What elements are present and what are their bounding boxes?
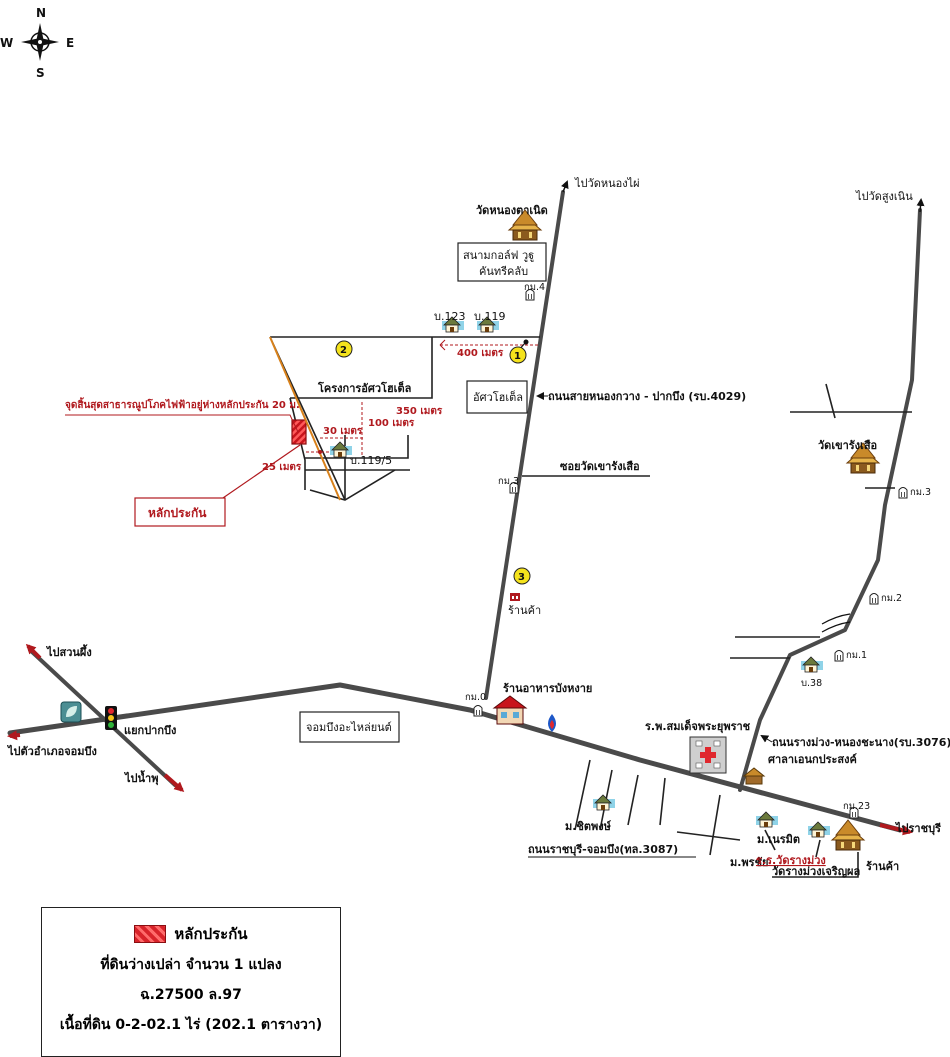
- km-post-icon: [473, 705, 483, 717]
- label-d25: 25 เมตร: [262, 462, 302, 473]
- label-road-3076: ถนนรางม่วง-หนองชะนาง(รบ.3076): [772, 736, 950, 749]
- compass-n: N: [36, 6, 46, 20]
- gas-station-icon: [548, 714, 556, 732]
- compass-w: W: [0, 36, 13, 50]
- label-d100: 100 เมตร: [368, 418, 415, 429]
- road-3076: [738, 208, 922, 792]
- label-shop2: ร้านค้า: [866, 860, 899, 873]
- hospital-icon: [689, 736, 727, 774]
- label-km3: กม.3: [498, 476, 519, 487]
- chom-bueng-parts-label: จอมบึงอะไหล่ยนต์: [306, 721, 392, 734]
- golf-label-1: สนามกอล์ฟ วูฐู: [463, 249, 534, 262]
- restaurant-icon: [492, 695, 528, 725]
- label-pak-bueng: แยกปากบึง: [124, 724, 176, 737]
- km-post-icon: [834, 650, 844, 662]
- label-b119-5: บ.119/5: [350, 454, 392, 467]
- label-to-ratchaburi: ไปราชบุรี: [894, 821, 941, 836]
- label-m-phonchai: ม.พรชัย: [730, 856, 769, 869]
- asawa-hotel-box: [466, 380, 528, 414]
- label-road-3087: ถนนราชบุรี-จอมบึง(ทล.3087): [528, 843, 678, 857]
- legend-title: หลักประกัน: [174, 925, 248, 943]
- marker-3: 3: [513, 567, 531, 585]
- label-shop: ร้านค้า: [508, 604, 541, 617]
- label-wat-rang-muang: วัดรางม่วงเจริญผล: [772, 865, 861, 878]
- golf-box: [457, 242, 547, 282]
- label-hospital: ร.พ.สมเด็จพระยุพราช: [645, 719, 751, 734]
- km-post-icon: [869, 593, 879, 605]
- label-d30: 30 เมตร: [323, 426, 363, 437]
- svg-text:3: 3: [518, 572, 525, 583]
- svg-text:1: 1: [514, 351, 521, 362]
- golf-label-2: คันทรีคลับ: [479, 265, 528, 278]
- label-road-4029: ถนนสายหนองกวาง - ปากบึง (รบ.4029): [548, 390, 746, 403]
- sala-icon: [742, 767, 766, 785]
- label-km4: กม.4: [524, 282, 545, 293]
- label-to-suan-phueng: ไปสวนผึ้ง: [45, 644, 92, 659]
- label-m-nerami: ม.เนรมิต: [757, 833, 800, 846]
- chom-bueng-parts-box: [299, 711, 400, 743]
- label-wat-khao-rang: วัดเขารังเสือ: [818, 439, 877, 452]
- shop-icon: [510, 593, 520, 601]
- label-b38: บ.38: [801, 678, 822, 689]
- temple-icon: [831, 819, 865, 851]
- label-to-nam-phu: ไปน้ำพุ: [123, 770, 158, 786]
- label-wat-nong-ta-noet: วัดหนองตาเนิด: [476, 204, 548, 217]
- collateral-callout: หลักประกัน: [148, 506, 207, 520]
- label-restaurant: ร้านอาหารบังหงาย: [503, 682, 592, 695]
- label-elec-point: จุดสิ้นสุดสาธารณูปโภคไฟฟ้าอยู่ห่างหลักปร…: [65, 397, 300, 412]
- collateral-swatch: [134, 925, 167, 943]
- label-to-nong-phai: ไปวัดหนองไผ่: [574, 177, 640, 190]
- road-4029: [484, 190, 565, 700]
- label-d400: 400 เมตร: [457, 348, 504, 359]
- house-icon: [807, 821, 831, 838]
- marker-2: 2: [335, 340, 353, 358]
- label-km0: กม.0: [465, 692, 486, 703]
- house-icon: [592, 794, 616, 811]
- house-icon: [329, 441, 353, 458]
- road-break: [821, 613, 851, 633]
- label-to-chom-bueng: ไปตัวอำเภอจอมบึง: [6, 744, 97, 758]
- label-km1: กม.1: [846, 650, 867, 661]
- km-post-icon: [898, 487, 908, 499]
- traffic-light-icon: [105, 706, 117, 730]
- marker-1: 1: [509, 339, 529, 364]
- label-b123: บ.123: [434, 310, 465, 323]
- label-m-chitphong: ม.ชิตพงษ์: [565, 820, 612, 833]
- leaf-sign-icon: [60, 701, 82, 723]
- label-km2: กม.2: [881, 593, 902, 604]
- house-icon: [800, 656, 824, 673]
- road-cross-diagonal: [28, 648, 177, 787]
- house-icon: [755, 811, 779, 828]
- compass-s: S: [36, 66, 45, 80]
- label-soi-khao-rang: ซอยวัดเขารังเสือ: [560, 460, 640, 473]
- label-project: โครงการอัศวโฮเต็ล: [317, 381, 412, 395]
- label-sala: ศาลาเอนกประสงค์: [768, 753, 857, 766]
- legend-line-4: เนื้อที่ดิน 0-2-02.1 ไร่ (202.1 ตารางวา): [59, 1017, 323, 1033]
- compass-rose: N S W E: [0, 6, 74, 80]
- svg-text:2: 2: [340, 345, 347, 356]
- label-km23: กม.23: [843, 801, 870, 812]
- compass-e: E: [66, 36, 74, 50]
- collateral-callout-box: [134, 497, 226, 527]
- label-school: ร.ร.วัดรางม่วง: [756, 854, 826, 867]
- legend-line-3: ฉ.27500 ล.97: [140, 987, 242, 1003]
- map-legend: หลักประกัน ที่ดินว่างเปล่า จำนวน 1 แปลง …: [41, 907, 341, 1057]
- label-km3e: กม.3: [910, 487, 931, 498]
- legend-line-2: ที่ดินว่างเปล่า จำนวน 1 แปลง: [100, 957, 282, 973]
- asawa-hotel-label: อัศวโฮเต็ล: [473, 390, 523, 404]
- label-to-sung-noen: ไปวัดสูงเนิน: [855, 190, 913, 203]
- label-d350: 350 เมตร: [396, 406, 443, 417]
- road-3087: [7, 682, 903, 833]
- label-b119: บ.119: [474, 310, 505, 323]
